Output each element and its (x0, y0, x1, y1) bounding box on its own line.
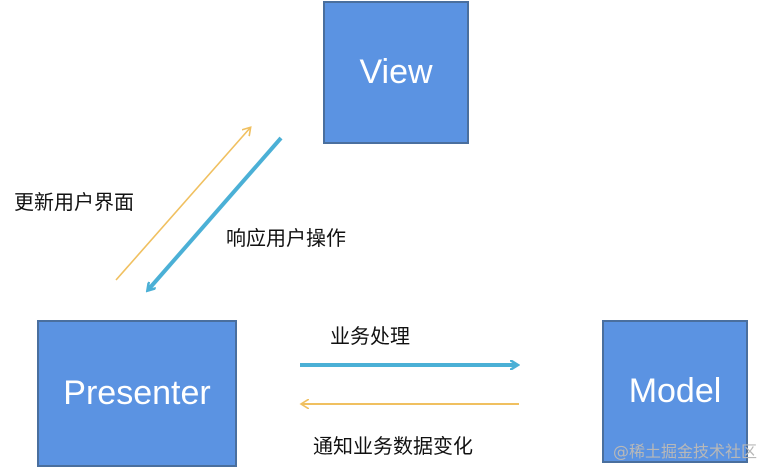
model-label: Model (628, 372, 722, 410)
model-box: Model (602, 320, 748, 463)
update-ui-label: 更新用户界面 (14, 190, 134, 214)
respond-user-label: 响应用户操作 (226, 226, 346, 250)
business-label: 业务处理 (330, 324, 410, 348)
presenter-box: Presenter (37, 320, 237, 467)
notify-change-label: 通知业务数据变化 (313, 434, 473, 458)
presenter-label: Presenter (63, 374, 211, 412)
watermark: @稀土掘金技术社区 (612, 442, 757, 461)
arrow-respond-user (148, 136, 283, 290)
view-box: View (323, 1, 469, 144)
arrow-update-ui (115, 128, 250, 281)
view-label: View (359, 53, 433, 91)
